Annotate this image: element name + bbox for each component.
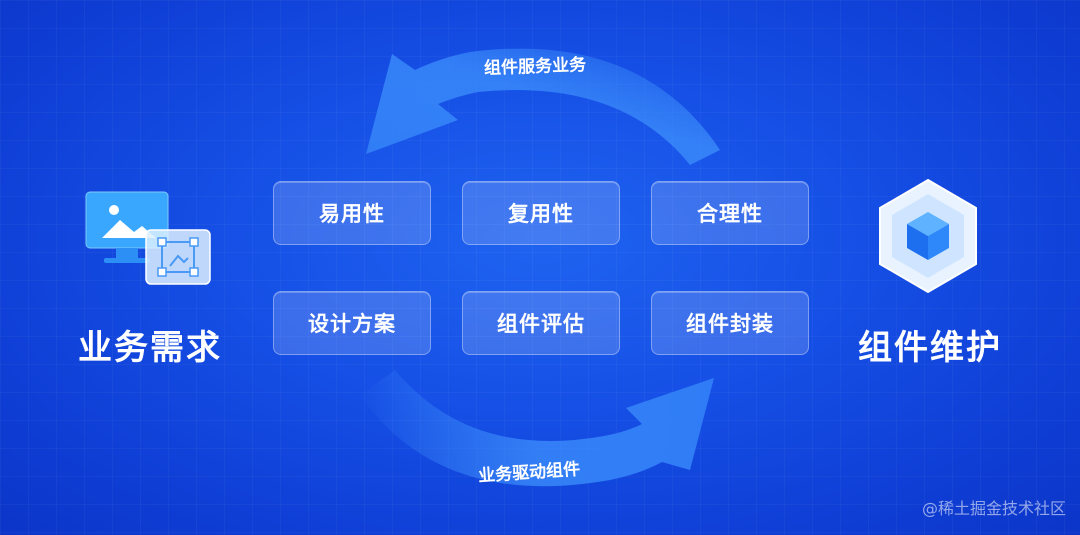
monitor-image-icon <box>85 191 211 285</box>
attribute-box: 复用性 <box>462 181 620 245</box>
top-arc-label: 组件服务业务 <box>483 55 587 79</box>
attribute-box: 组件封装 <box>651 291 809 355</box>
attribute-box: 组件评估 <box>462 291 620 355</box>
attribute-box: 易用性 <box>273 181 431 245</box>
top-arc-arrow <box>366 48 720 165</box>
watermark: @稀土掘金技术社区 <box>921 499 1066 518</box>
left-label: 业务需求 <box>78 328 222 368</box>
attribute-box: 设计方案 <box>273 291 431 355</box>
right-label: 组件维护 <box>858 328 1002 368</box>
bottom-arc-arrow <box>360 370 714 487</box>
cube-icon <box>879 178 977 294</box>
attribute-box: 合理性 <box>651 181 809 245</box>
